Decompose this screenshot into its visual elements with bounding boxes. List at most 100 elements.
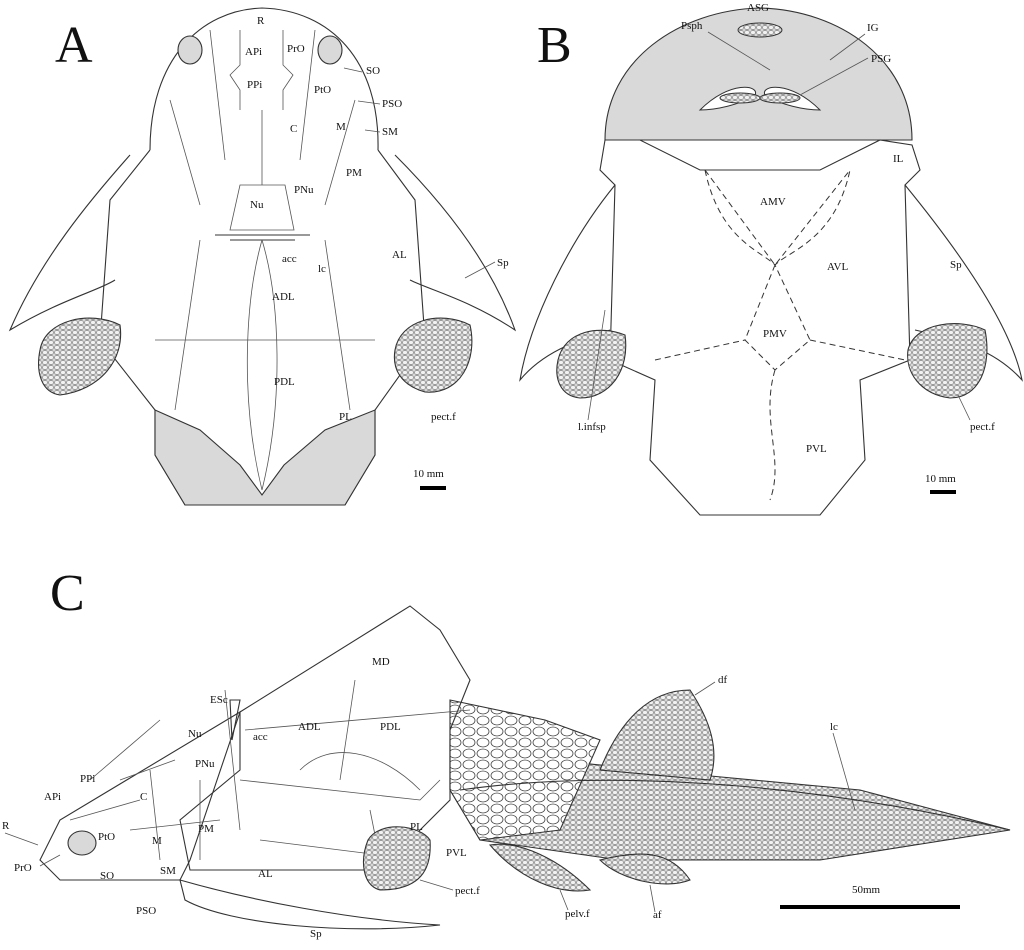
scale-label-a: 10 mm: [413, 468, 444, 480]
label-pro: PrO: [287, 43, 305, 55]
label-api-c: APi: [44, 791, 61, 803]
head-shield-ventral-shaded: [604, 7, 913, 141]
label-af: af: [653, 909, 662, 921]
label-nu: Nu: [250, 199, 264, 211]
label-acc-c: acc: [253, 731, 268, 743]
label-sm-c: SM: [160, 865, 176, 877]
label-pto: PtO: [314, 84, 331, 96]
posterior-supragnathal-left: [719, 92, 761, 104]
label-adl: ADL: [272, 291, 295, 303]
ventral-plate-sutures: [654, 169, 906, 501]
scale-label-b: 10 mm: [925, 473, 956, 485]
label-pso-c: PSO: [136, 905, 156, 917]
panel-a-labels: R APi PrO PPi SO PtO PSO C M SM PM PNu N…: [245, 15, 509, 423]
label-pdl: PDL: [274, 376, 295, 388]
label-lc: lc: [318, 263, 326, 275]
label-pvl: PVL: [806, 443, 827, 455]
scale-label-c: 50mm: [852, 884, 881, 896]
head-plate-sutures: [169, 29, 356, 231]
panel-letter-c: C: [50, 565, 85, 622]
label-ppi-c: PPi: [80, 773, 95, 785]
right-spinal-plate: [394, 154, 517, 332]
extrascapular: [229, 699, 241, 741]
posterior-supragnathal-right: [759, 92, 801, 104]
left-spinal-plate: [8, 154, 131, 332]
panel-b-labels: ASG Psph IG PSG IL AMV AVL Sp PMV l.infs…: [578, 2, 995, 455]
label-l-infsp: l.infsp: [578, 421, 606, 433]
label-pm: PM: [346, 167, 362, 179]
label-psph: Psph: [681, 20, 703, 32]
label-sm: SM: [382, 126, 398, 138]
label-leader-lines-b: [587, 31, 971, 421]
label-c-c: C: [140, 791, 147, 803]
label-ig: IG: [867, 22, 879, 34]
label-avl: AVL: [827, 261, 848, 273]
panel-b-ventral-view: B ASG Psph IG PSG IL AMV AVL Sp PMV l.in…: [519, 2, 1023, 516]
left-pectoral-fin-b: [556, 329, 627, 399]
label-il: IL: [893, 153, 904, 165]
spinal-plate-lateral: [179, 879, 441, 930]
anterior-supragnathal: [737, 22, 783, 38]
panel-a-dorsal-view: A R APi PrO PPi SO PtO PSO C M SM PM PNu…: [8, 7, 517, 506]
lateral-plate-sutures: [69, 679, 471, 861]
label-pnu-c: PNu: [195, 758, 215, 770]
right-pectoral-fin: [393, 317, 473, 393]
nuchal-gap: [215, 234, 310, 241]
label-so-c: SO: [100, 870, 114, 882]
label-pl-c: PL: [410, 821, 423, 833]
label-sp-b: Sp: [950, 259, 962, 271]
head-shield-lateral: [39, 710, 241, 881]
label-sp: Sp: [497, 257, 509, 269]
left-pectoral-fin: [38, 317, 122, 396]
label-esc: ESc: [210, 694, 228, 706]
panel-letter-b: B: [537, 17, 572, 74]
label-pmv: PMV: [763, 328, 787, 340]
right-orbit: [317, 35, 343, 65]
label-leader-lines-c: [4, 681, 856, 913]
anal-fin: [598, 853, 691, 885]
left-orbit: [177, 35, 203, 65]
panel-c-labels: MD ESc Nu ADL PDL acc PNu PPi APi C R Pt…: [2, 656, 856, 940]
label-amv: AMV: [760, 196, 786, 208]
label-psg: PSG: [871, 53, 891, 65]
label-asg: ASG: [747, 2, 769, 14]
label-pl: PL: [339, 411, 352, 423]
label-pelv-f: pelv.f: [565, 908, 590, 920]
label-pm-c: PM: [198, 823, 214, 835]
label-pto-c: PtO: [98, 831, 115, 843]
label-ppi: PPi: [247, 79, 262, 91]
label-api: APi: [245, 46, 262, 58]
label-pdl-c: PDL: [380, 721, 401, 733]
panel-c-lateral-view: C MD ESc Nu ADL PDL acc PNu PPi APi C R …: [2, 565, 1011, 940]
trunk-armour-lateral: [179, 605, 471, 871]
head-shield-outline: [149, 7, 379, 151]
label-m-c: M: [152, 835, 162, 847]
right-pectoral-fin-b: [907, 323, 988, 399]
label-nu-c: Nu: [188, 728, 202, 740]
label-pect-f: pect.f: [431, 411, 456, 423]
label-r-c: R: [2, 820, 10, 832]
label-m: M: [336, 121, 346, 133]
label-sp-c: Sp: [310, 928, 322, 940]
label-md: MD: [372, 656, 390, 668]
lateral-line: [459, 779, 1011, 831]
label-df: df: [718, 674, 728, 686]
label-pvl-c: PVL: [446, 847, 467, 859]
panel-letter-a: A: [55, 17, 93, 74]
trunk-plate-sutures: [155, 239, 375, 491]
label-pnu: PNu: [294, 184, 314, 196]
orbit-lateral: [67, 830, 97, 856]
label-so: SO: [366, 65, 380, 77]
label-pso: PSO: [382, 98, 402, 110]
label-al: AL: [392, 249, 407, 261]
dorsal-fin: [599, 689, 715, 781]
label-pro-c: PrO: [14, 862, 32, 874]
label-pect-f-c: pect.f: [455, 885, 480, 897]
label-r: R: [257, 15, 265, 27]
label-al-c: AL: [258, 868, 273, 880]
pelvic-fin: [488, 843, 592, 892]
posterior-shaded-area: [154, 409, 376, 506]
label-leader-lines: [343, 67, 496, 279]
